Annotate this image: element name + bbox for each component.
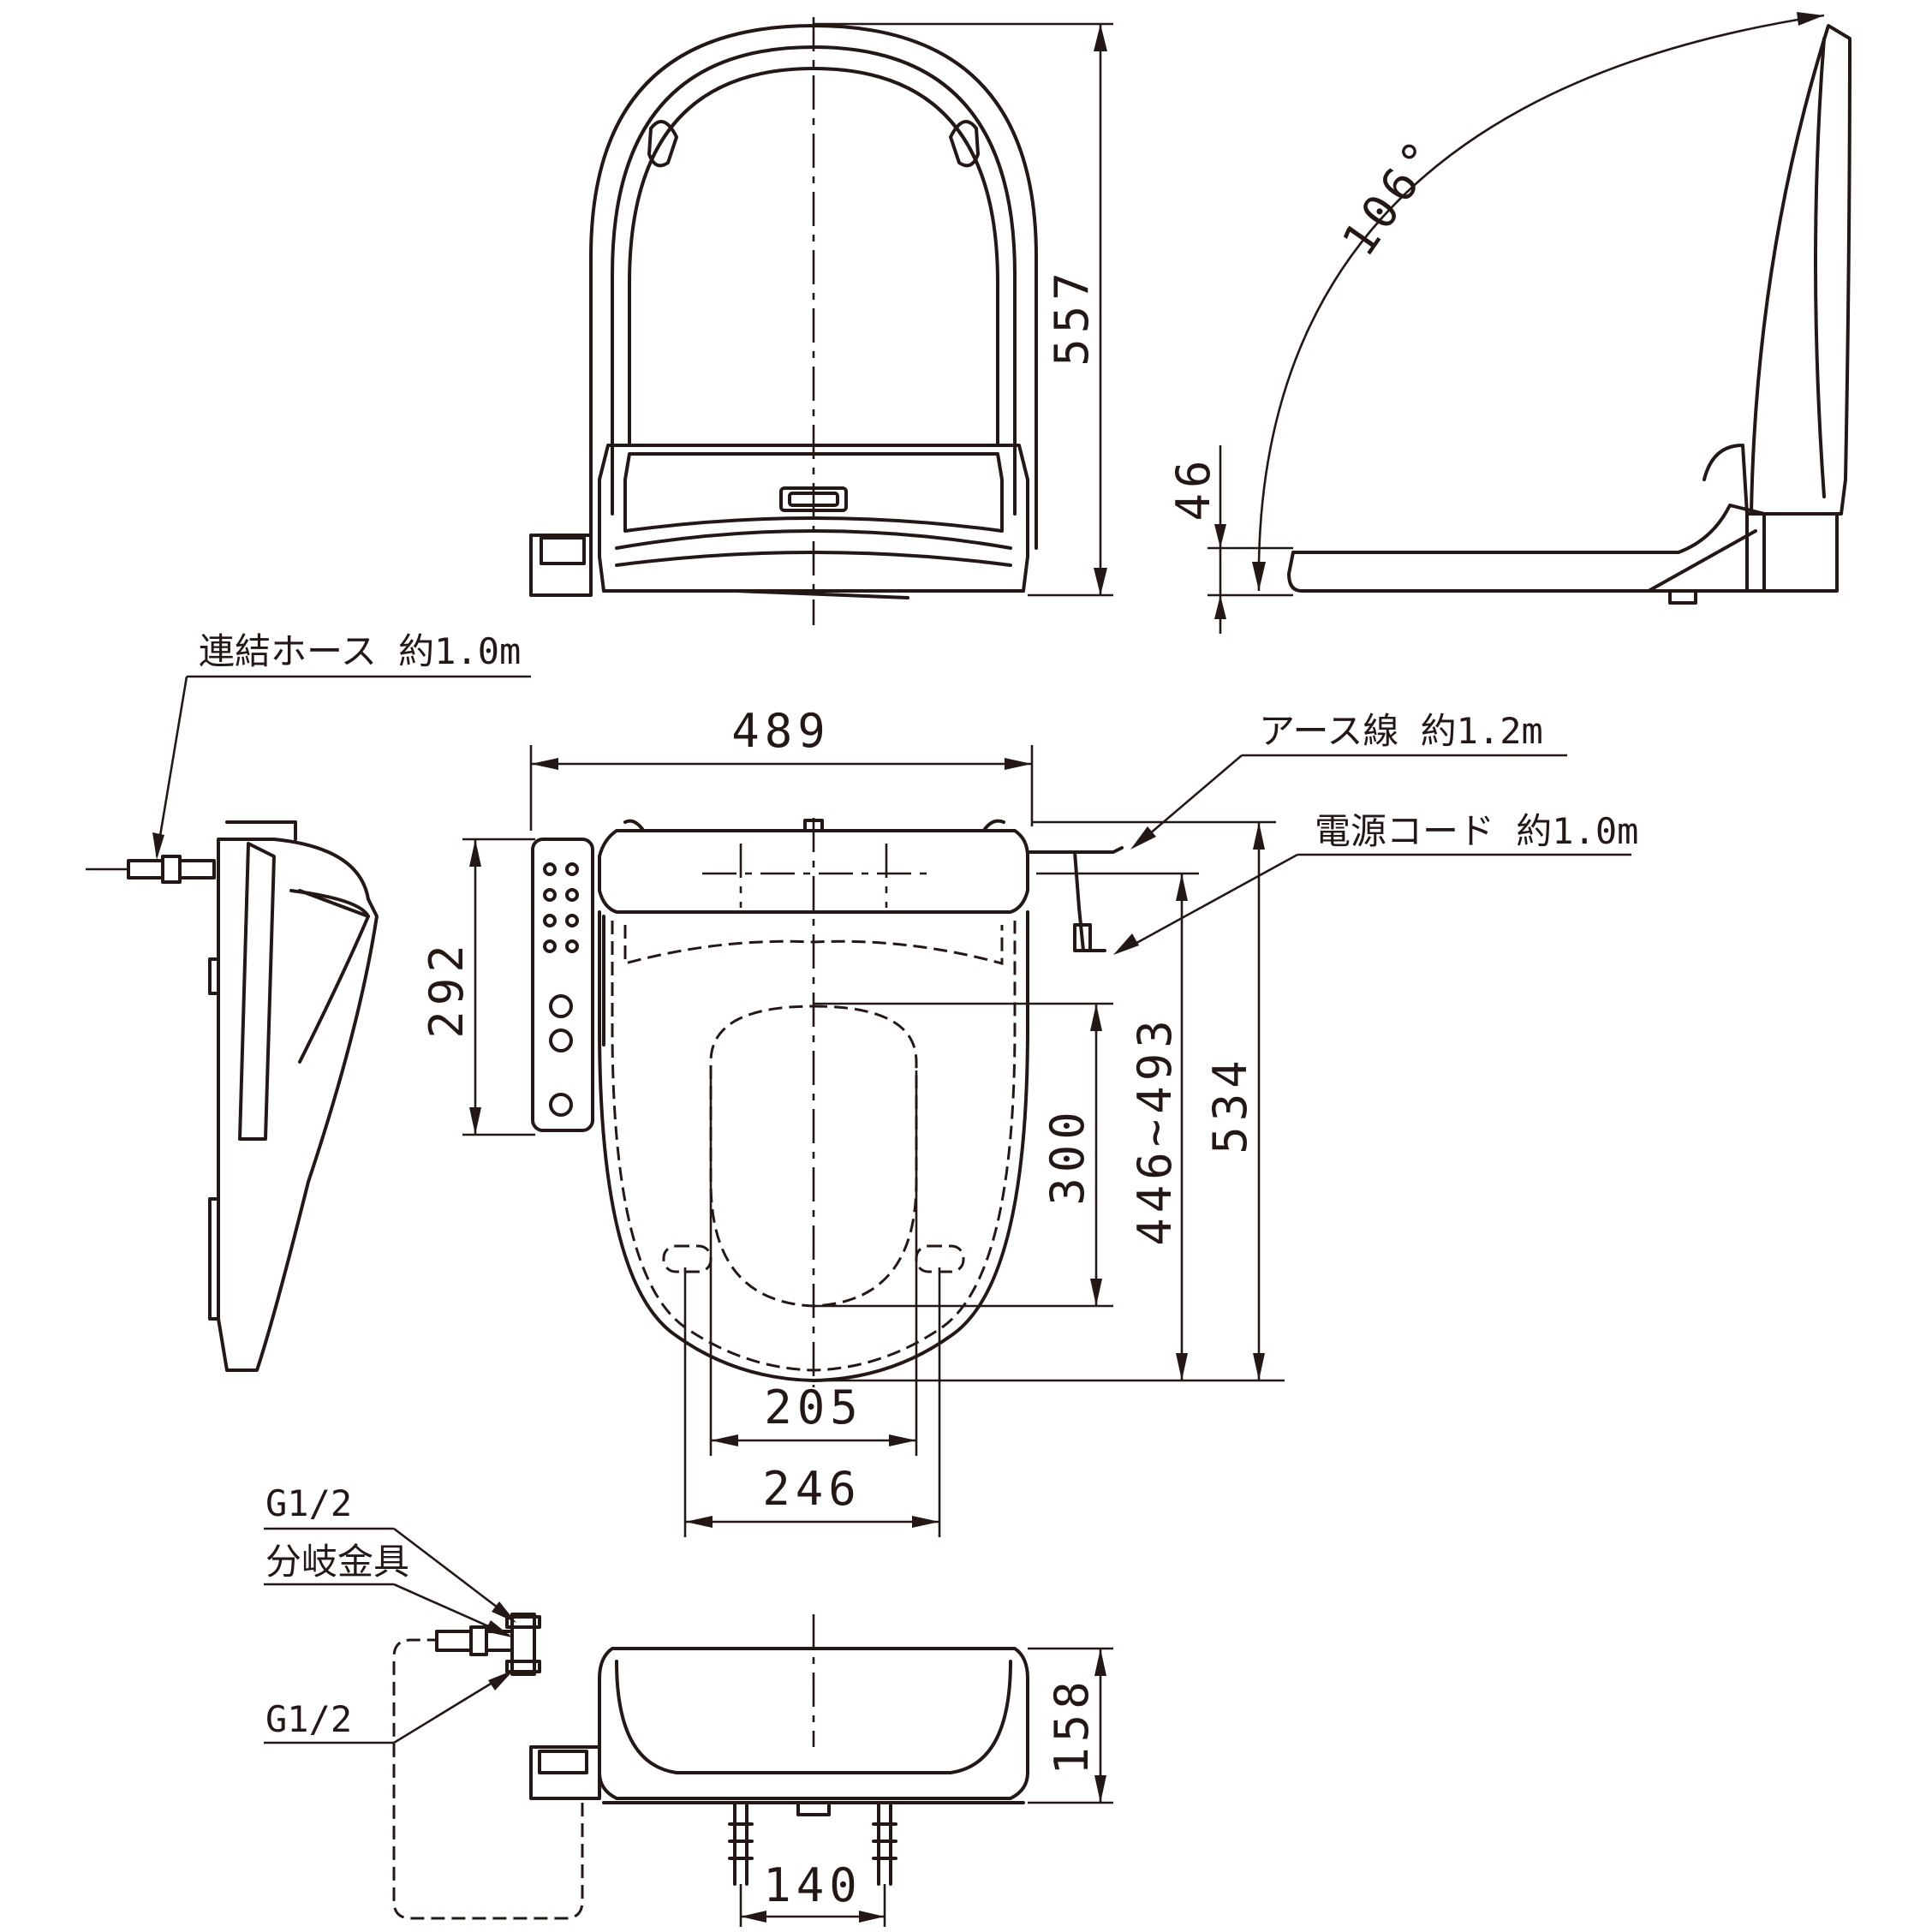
hose-label-group: 連結ホース 約1.0m bbox=[152, 630, 531, 860]
dim-front-height: 557 bbox=[1045, 267, 1099, 367]
dim-mount-to-front: 446~493 bbox=[1128, 1015, 1182, 1246]
label-thread-bottom: G1/2 bbox=[265, 1698, 352, 1740]
dim-panel-height: 292 bbox=[420, 939, 474, 1039]
dim-bolt-inner: 205 bbox=[764, 1380, 863, 1434]
label-branch-fitting: 分岐金具 bbox=[265, 1541, 409, 1583]
label-hose: 連結ホース 約1.0m bbox=[199, 630, 521, 672]
dim-open-angle: 106° bbox=[1332, 127, 1452, 265]
front-view: 557 bbox=[529, 17, 1113, 625]
dim-plan-width: 489 bbox=[731, 704, 831, 758]
label-earth-wire: アース線 約1.2m bbox=[1259, 710, 1543, 752]
dim-seat-height: 46 bbox=[1166, 455, 1220, 521]
dim-nozzle-pitch: 140 bbox=[763, 1858, 862, 1912]
dim-overall-depth: 534 bbox=[1203, 1055, 1257, 1154]
side-view: 106° 46 bbox=[1166, 12, 1852, 634]
branch-fitting: G1/2 分岐金具 G1/2 bbox=[264, 1482, 541, 1744]
label-thread-top: G1/2 bbox=[265, 1482, 352, 1524]
label-power-cord: 電源コード 約1.0m bbox=[1315, 810, 1638, 852]
dim-bolt-outer: 246 bbox=[762, 1462, 862, 1516]
dim-rear-height: 158 bbox=[1045, 1676, 1099, 1775]
left-profile-view bbox=[86, 820, 379, 1372]
cord-labels: アース線 約1.2m 電源コード 約1.0m bbox=[1113, 710, 1638, 955]
plan-view: 489 292 300 446~493 534 205 bbox=[420, 704, 1285, 1537]
dim-opening: 300 bbox=[1041, 1106, 1094, 1206]
rear-view: 158 140 bbox=[392, 1614, 1113, 1927]
